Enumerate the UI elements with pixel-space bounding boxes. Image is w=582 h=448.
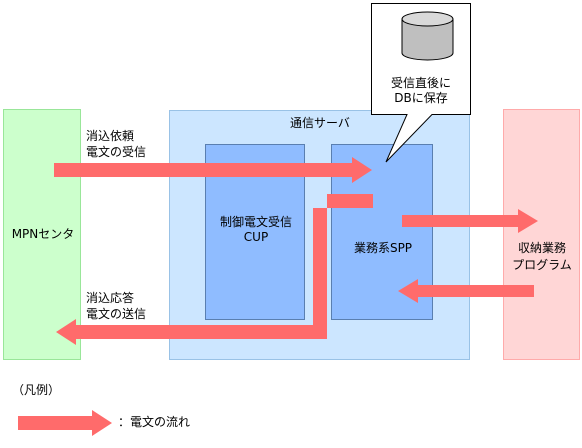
receive-flow-arrow	[54, 157, 372, 183]
program-to-spp-arrow	[398, 279, 534, 303]
send-flow-label: 消込応答 電文の送信	[86, 291, 147, 321]
program-label: 収納業務 プログラム	[512, 241, 572, 272]
spp-label: 業務系SPP	[353, 241, 413, 255]
communication-server-title: 通信サーバ	[290, 116, 350, 130]
receive-flow-label: 消込依頼 電文の受信	[86, 129, 147, 159]
database-icon	[401, 11, 454, 61]
send-flow-arrow	[56, 194, 373, 345]
legend-arrow-meaning: ：電文の流れ	[118, 415, 191, 429]
legend-title: （凡例）	[12, 383, 61, 397]
mpn-center-label: MPNセンタ	[11, 227, 75, 241]
cup-label: 制御電文受信 CUP	[219, 215, 292, 244]
program-box	[503, 109, 580, 360]
spp-to-program-arrow	[402, 209, 538, 233]
legend-arrow-icon	[18, 410, 112, 436]
mpn-center-box: MPNセンタ	[3, 109, 81, 360]
db-note-text: 受信直後に DBに保存	[390, 76, 451, 105]
